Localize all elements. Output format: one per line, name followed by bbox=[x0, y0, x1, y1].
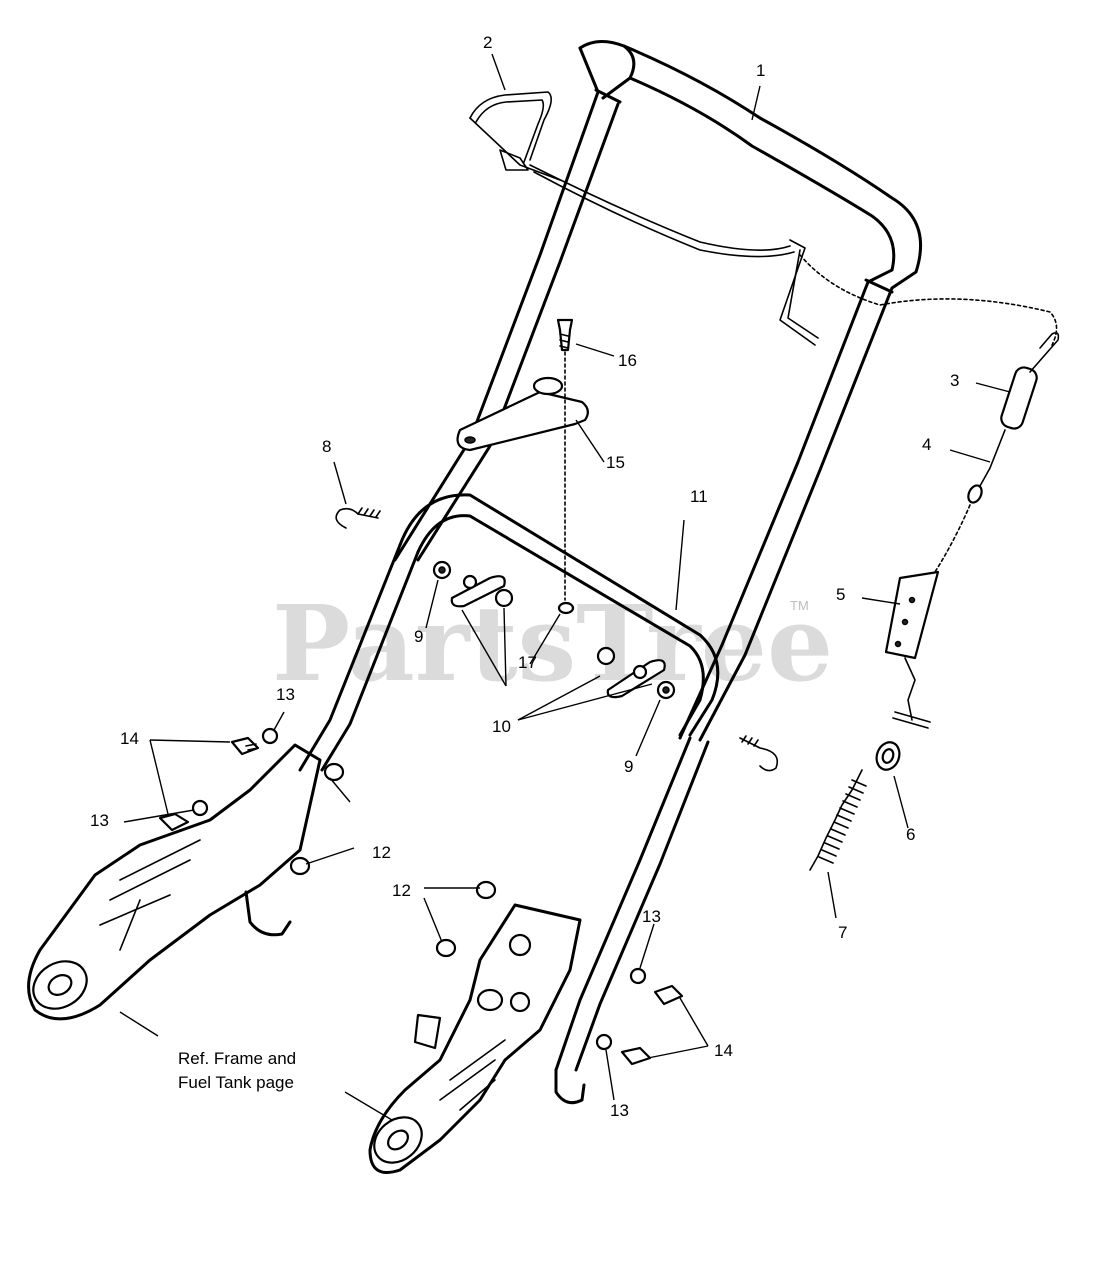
center-bracket bbox=[456, 376, 589, 452]
hardware-left bbox=[158, 727, 345, 876]
leader-lines bbox=[119, 53, 1011, 1121]
j-bolt-upper bbox=[335, 507, 381, 529]
callout-2: 2 bbox=[483, 33, 492, 52]
callout-13-lower-right: 13 bbox=[610, 1101, 629, 1120]
spring bbox=[809, 769, 867, 871]
callout-12-right: 12 bbox=[392, 881, 411, 900]
callout-4: 4 bbox=[922, 435, 931, 454]
washer-left bbox=[432, 560, 452, 580]
cable-bracket bbox=[884, 570, 940, 729]
callout-9-right: 9 bbox=[624, 757, 633, 776]
callout-11: 11 bbox=[690, 487, 708, 506]
callout-16: 16 bbox=[618, 351, 637, 370]
reference-note-line-1: Ref. Frame and bbox=[178, 1049, 296, 1068]
callout-13-upper-right: 13 bbox=[642, 907, 661, 926]
upper-handle bbox=[393, 40, 923, 742]
callout-5: 5 bbox=[836, 585, 845, 604]
reference-note-line-2: Fuel Tank page bbox=[178, 1073, 294, 1092]
j-bolt-lower bbox=[739, 735, 779, 772]
cable-eye bbox=[875, 741, 901, 771]
reference-note: Ref. Frame and Fuel Tank page bbox=[178, 1049, 296, 1092]
nut-17 bbox=[557, 601, 575, 615]
control-bail bbox=[469, 91, 819, 346]
callout-14-right: 14 bbox=[714, 1041, 733, 1060]
callout-7: 7 bbox=[838, 923, 847, 942]
callout-12-left: 12 bbox=[372, 843, 391, 862]
callout-8: 8 bbox=[322, 437, 331, 456]
callout-13-upper-left: 13 bbox=[276, 685, 295, 704]
callout-15: 15 bbox=[606, 453, 625, 472]
callout-6: 6 bbox=[906, 825, 915, 844]
callout-17: 17 bbox=[518, 653, 537, 672]
frame-left bbox=[27, 743, 322, 1021]
hardware-right bbox=[435, 880, 684, 1066]
knob-left bbox=[450, 574, 506, 608]
bolt-16 bbox=[556, 318, 574, 601]
nut-left bbox=[494, 588, 514, 608]
callout-13-lower-left: 13 bbox=[90, 811, 109, 830]
lower-handle bbox=[298, 493, 720, 1072]
callout-1: 1 bbox=[756, 61, 765, 80]
nut-right bbox=[596, 646, 616, 666]
callout-9-left: 9 bbox=[414, 627, 423, 646]
frame-right bbox=[368, 903, 586, 1174]
callout-10: 10 bbox=[492, 717, 511, 736]
control-cable bbox=[799, 254, 1060, 573]
callout-labels: 2 1 3 4 5 6 7 8 9 9 10 11 12 12 13 13 13… bbox=[90, 33, 959, 1120]
callout-3: 3 bbox=[950, 371, 959, 390]
watermark-trademark: TM bbox=[790, 598, 809, 613]
callout-14-left: 14 bbox=[120, 729, 139, 748]
washer-right bbox=[656, 680, 676, 700]
